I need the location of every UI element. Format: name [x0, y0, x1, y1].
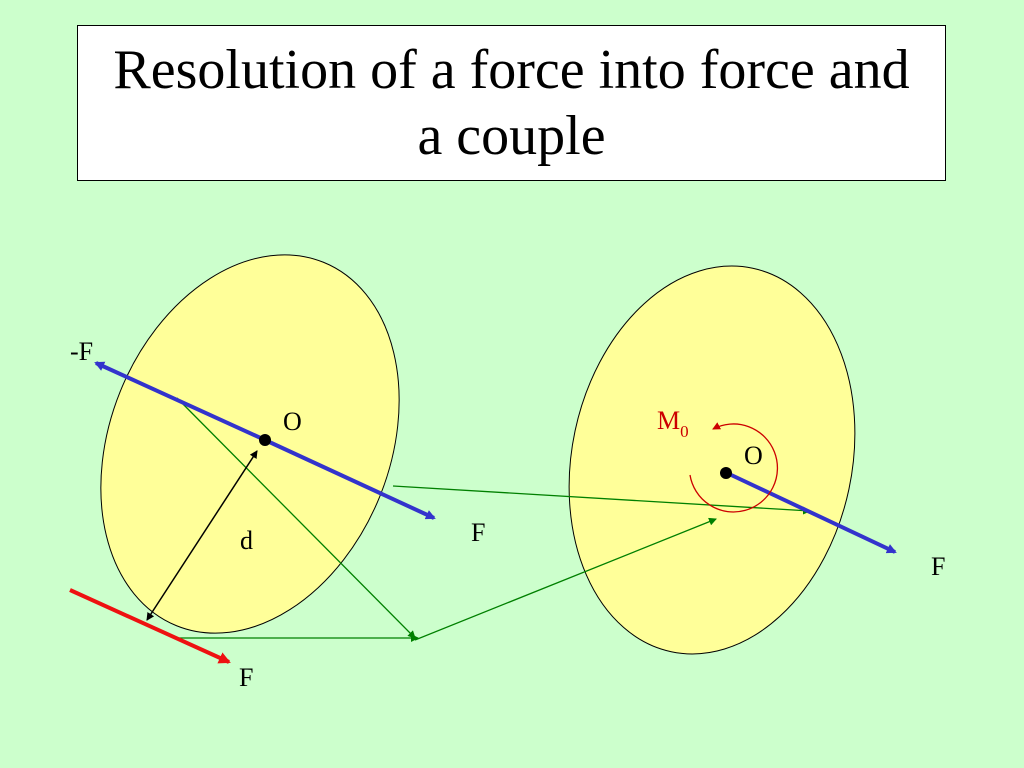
green-to-right-force-line [392, 485, 811, 515]
label-moment: M0 [657, 406, 689, 441]
point-o-right [720, 467, 732, 479]
green-diagonal-line [176, 397, 416, 639]
label-force-left-line: F [471, 518, 485, 547]
label-distance: d [240, 526, 253, 555]
distance-arrow [146, 450, 258, 621]
original-force-arrow [69, 588, 231, 664]
point-o-left [259, 434, 271, 446]
label-force-original: F [239, 663, 253, 692]
label-point-o-right: O [744, 441, 763, 470]
label-neg-force: -F [70, 337, 93, 366]
label-point-o-left: O [283, 407, 302, 436]
label-force-right: F [931, 552, 945, 581]
right-body [568, 265, 856, 655]
force-arrow-left [264, 438, 436, 520]
force-arrow-right [726, 471, 897, 554]
green-to-moment-line [414, 517, 717, 641]
title-box: Resolution of a force into force and a c… [77, 25, 946, 181]
moment-arc [689, 422, 779, 513]
page-title: Resolution of a force into force and a c… [113, 39, 910, 167]
neg-force-arrow [94, 361, 266, 442]
